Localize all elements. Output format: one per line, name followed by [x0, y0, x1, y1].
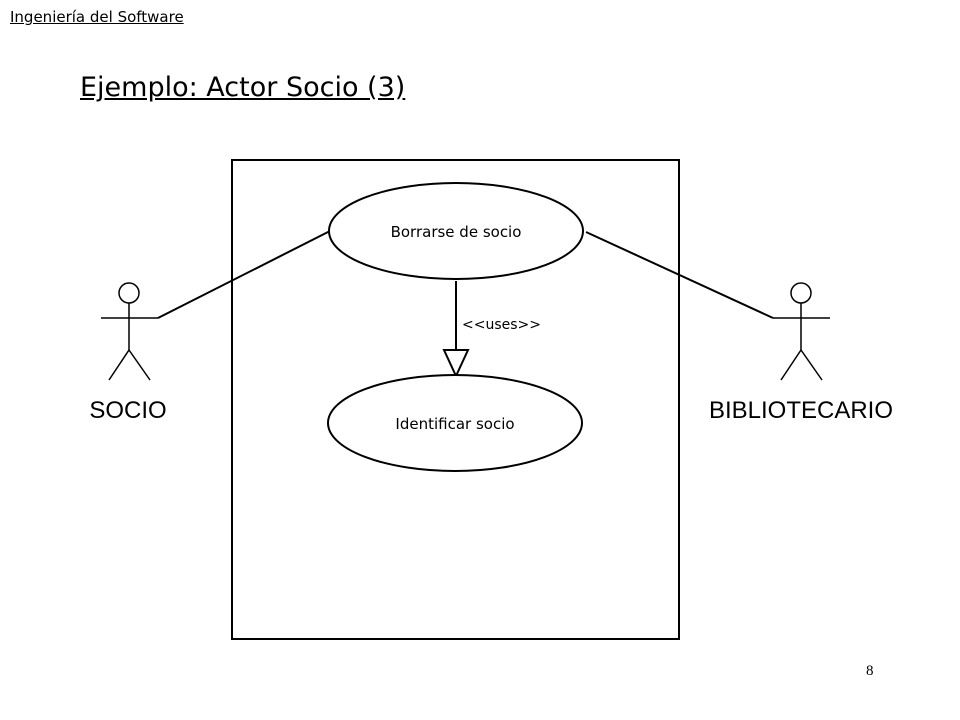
use-case-label: Borrarse de socio	[391, 223, 522, 241]
page-number: 8	[866, 663, 874, 679]
use-case-label: Identificar socio	[395, 415, 514, 433]
stick-figure-icon	[773, 282, 830, 381]
uses-arrowhead	[442, 349, 470, 379]
course-title: Ingeniería del Software	[10, 8, 184, 26]
uses-relationship-label: <<uses>>	[462, 317, 541, 333]
actor-bibliotecario: BIBLIOTECARIO	[709, 282, 893, 424]
system-boundary	[231, 159, 680, 640]
use-case-borrarse-de-socio: Borrarse de socio	[328, 182, 584, 280]
slide-title: Ejemplo: Actor Socio (3)	[80, 72, 406, 103]
actor-socio: SOCIO	[89, 282, 167, 424]
association-socio-borrarse	[157, 230, 331, 319]
actor-label: SOCIO	[89, 397, 166, 424]
use-case-ellipse	[327, 374, 583, 472]
use-case-identificar-socio: Identificar socio	[327, 374, 583, 472]
actor-label: BIBLIOTECARIO	[709, 397, 893, 424]
use-case-ellipse	[328, 182, 584, 280]
stick-figure-icon	[101, 282, 158, 381]
association-bibliotecario-borrarse	[585, 231, 774, 319]
